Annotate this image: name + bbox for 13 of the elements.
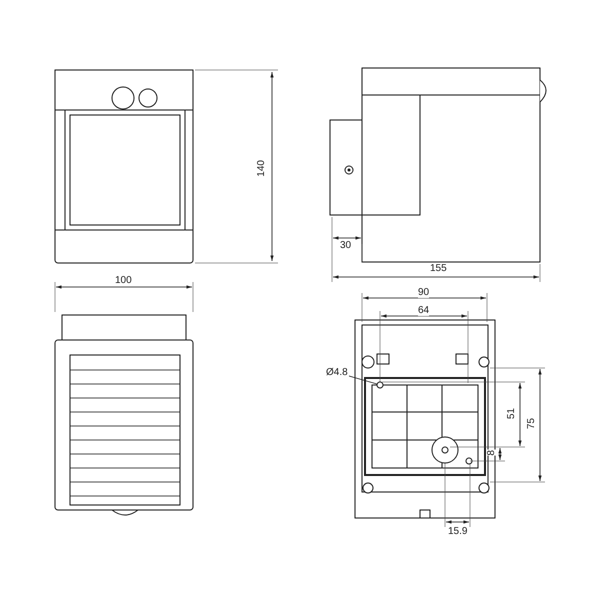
leader-line <box>348 376 378 384</box>
dimension-label: Ø4.8 <box>326 367 348 378</box>
dimension-label: 155 <box>430 263 447 274</box>
dimension-label: 64 <box>418 305 430 316</box>
dimension-label: 75 <box>526 418 537 430</box>
mounting-hole <box>376 382 384 388</box>
dimension-label: 8 <box>486 450 497 456</box>
dimension-label: 30 <box>340 240 352 251</box>
dimension-label: 100 <box>115 275 132 286</box>
dimension-label: 140 <box>256 160 267 177</box>
dimension-label: 15.9 <box>448 526 468 537</box>
dimension-label: 90 <box>418 287 430 298</box>
dimension-label: 51 <box>506 408 517 420</box>
